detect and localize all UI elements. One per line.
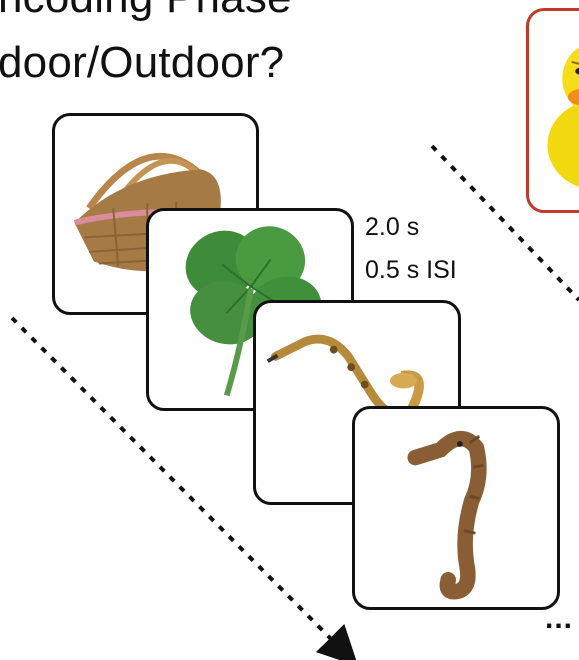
phase-title: ncoding Phase bbox=[0, 0, 292, 23]
stimulus-duration-label: 2.0 s bbox=[365, 212, 419, 242]
highlighted-stimulus-card bbox=[526, 8, 579, 213]
continuation-ellipsis: ... bbox=[545, 604, 573, 634]
stimulus-card-seahorse bbox=[352, 406, 560, 610]
task-question: door/Outdoor? bbox=[0, 38, 284, 88]
seahorse-icon bbox=[355, 409, 557, 607]
duck-icon bbox=[529, 11, 579, 210]
isi-label: 0.5 s ISI bbox=[365, 255, 457, 285]
